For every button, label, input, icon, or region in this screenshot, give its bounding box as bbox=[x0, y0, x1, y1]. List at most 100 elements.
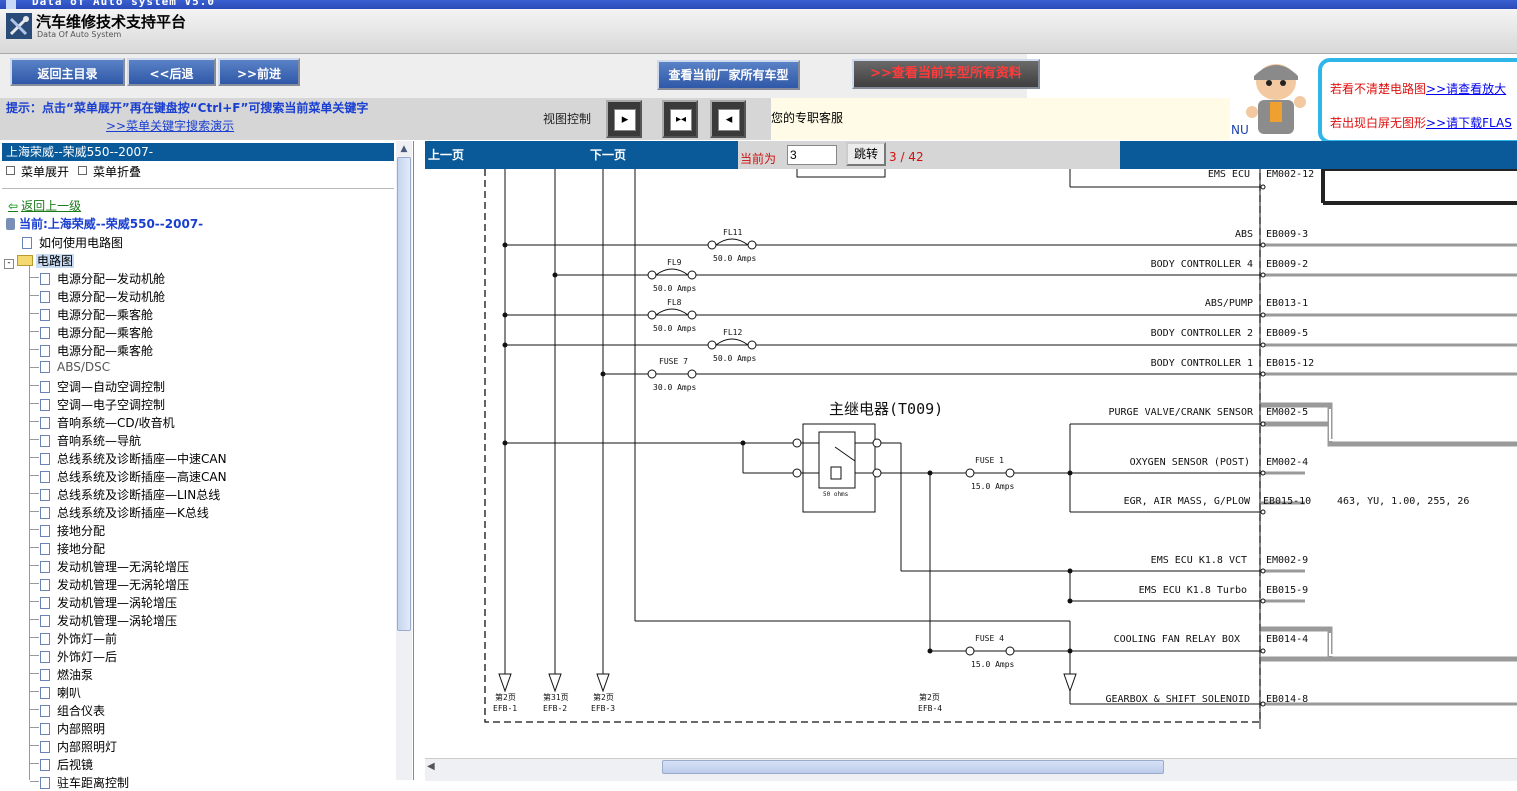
tree-item[interactable]: 外饰灯—后 bbox=[30, 648, 117, 665]
tree-branch-line bbox=[30, 727, 39, 728]
document-icon bbox=[40, 399, 50, 411]
tree-item[interactable]: 内部照明 bbox=[30, 720, 105, 737]
diagram-h-scroll-thumb[interactable] bbox=[662, 760, 1164, 774]
tree-item-label: 总线系统及诊断插座—K总线 bbox=[57, 506, 209, 520]
service-panel: 您的专职客服 bbox=[771, 98, 1230, 140]
ad-line-zoom-text: 若看不清楚电路图 bbox=[1330, 82, 1427, 96]
ad-zoom-link[interactable]: >>请查看放大 bbox=[1426, 82, 1507, 96]
tree-item[interactable]: 外饰灯—前 bbox=[30, 630, 118, 647]
tree-item-label: 电源分配—发动机舱 bbox=[57, 290, 166, 304]
page-count: 3 / 42 bbox=[889, 150, 924, 164]
tree-item[interactable]: 电源分配—乘客舱 bbox=[30, 324, 153, 341]
load-label: COOLING FAN RELAY BOX bbox=[1114, 634, 1240, 645]
next-page-link[interactable]: 下一页 bbox=[590, 148, 627, 162]
view-all-docs-button[interactable]: >>查看当前车型所有资料 bbox=[852, 59, 1040, 89]
sidebar-scroll-thumb[interactable] bbox=[397, 157, 411, 631]
view-split-button[interactable]: ▸◂ bbox=[662, 100, 698, 138]
connector-code: EM002-5 bbox=[1266, 407, 1308, 418]
tree-item[interactable]: 发动机管理—涡轮增压 bbox=[30, 612, 177, 629]
diagram-labels: 主继电器(T009) 50 ohms FL11 50.0 Amps FL9 50… bbox=[493, 169, 1469, 713]
tree-item[interactable]: 接地分配 bbox=[30, 522, 105, 539]
menu-collapse-button[interactable]: 菜单折叠 bbox=[78, 163, 141, 180]
sidebar-divider bbox=[2, 188, 394, 189]
current-page-label: 当前为 bbox=[740, 152, 777, 166]
document-icon bbox=[40, 705, 50, 717]
main-menu-button[interactable]: 返回主目录 bbox=[10, 58, 125, 86]
document-icon bbox=[40, 723, 50, 735]
expand-box-icon bbox=[6, 166, 15, 175]
tree-branch-line bbox=[30, 583, 39, 584]
tree-item-label: 总线系统及诊断插座—中速CAN bbox=[57, 452, 227, 466]
document-icon bbox=[40, 543, 50, 555]
tree-folder-label: 电路图 bbox=[36, 254, 75, 268]
current-node: 当前:上海荣威--荣威550--2007- bbox=[6, 215, 203, 232]
tree-folder-circuit[interactable]: -电路图 bbox=[4, 252, 75, 269]
back-button[interactable]: <<后退 bbox=[127, 58, 216, 86]
view-vendor-models-button[interactable]: 查看当前厂家所有车型 bbox=[657, 60, 800, 90]
tree-item[interactable]: 发动机管理—无涡轮增压 bbox=[30, 558, 189, 575]
page-number-input[interactable] bbox=[787, 145, 837, 165]
tree-item[interactable]: 驻车距离控制 bbox=[30, 774, 129, 791]
page-ref: 第2页 bbox=[495, 692, 516, 702]
tree-branch-line bbox=[30, 385, 39, 386]
egr-wire-note: 463, YU, 1.00, 255, 26 bbox=[1337, 496, 1469, 507]
forward-button[interactable]: >>前进 bbox=[218, 58, 300, 86]
tree-item[interactable]: 总线系统及诊断插座—K总线 bbox=[30, 504, 209, 521]
tree-branch-line bbox=[30, 745, 39, 746]
tree-item-label: 外饰灯—前 bbox=[57, 632, 118, 646]
tree-item-label: 接地分配 bbox=[57, 542, 106, 556]
tree-item[interactable]: 空调—电子空调控制 bbox=[30, 396, 165, 413]
tree-item[interactable]: 电源分配—乘客舱 bbox=[30, 306, 153, 323]
menu-expand-button[interactable]: 菜单展开 bbox=[6, 163, 69, 180]
ad-line-flash-text: 若出现白屏无图形 bbox=[1330, 116, 1427, 130]
connector-code: EM002-9 bbox=[1266, 555, 1308, 566]
tree-item[interactable]: 电源分配—发动机舱 bbox=[30, 288, 166, 305]
tree-item[interactable]: 发动机管理—涡轮增压 bbox=[30, 594, 177, 611]
tree-item-label: 内部照明灯 bbox=[57, 740, 118, 754]
jump-button[interactable]: 跳转 bbox=[846, 142, 886, 166]
tree-branch-line bbox=[30, 511, 39, 512]
tree-item[interactable]: 后视镜 bbox=[30, 756, 93, 773]
service-text: 您的专职客服 bbox=[771, 111, 844, 125]
scroll-up-icon[interactable]: ▲ bbox=[400, 144, 408, 154]
tree-item[interactable]: 音响系统—CD/收音机 bbox=[30, 414, 175, 431]
relay-rating: 50 ohms bbox=[823, 491, 849, 498]
tree-item[interactable]: 电源分配—发动机舱 bbox=[30, 270, 165, 287]
view-expand-right-button[interactable]: ▸ bbox=[606, 100, 642, 138]
tree-item[interactable]: 内部照明灯 bbox=[30, 738, 118, 755]
search-demo-link[interactable]: >>菜单关键字搜索演示 bbox=[106, 119, 235, 133]
app-name: 汽车维修技术支持平台 bbox=[36, 13, 187, 31]
document-icon bbox=[40, 381, 50, 393]
current-node-label: 当前:上海荣威--荣威550--2007- bbox=[19, 217, 204, 231]
tree-item[interactable]: 总线系统及诊断插座—LIN总线 bbox=[30, 486, 220, 503]
tree-item-label: 燃油泵 bbox=[57, 668, 94, 682]
tree-item[interactable]: ABS/DSC bbox=[30, 360, 110, 374]
tree-item[interactable]: 音响系统—导航 bbox=[30, 432, 141, 449]
tree-item[interactable]: 电源分配—乘客舱 bbox=[30, 342, 153, 359]
ad-flash-link[interactable]: >>请下载FLAS bbox=[1426, 116, 1512, 130]
document-icon bbox=[40, 615, 50, 627]
view-expand-left-button[interactable]: ◂ bbox=[710, 100, 746, 138]
green-back-arrow-icon: ⇦ bbox=[8, 199, 19, 213]
connector-code: EM002-12 bbox=[1266, 169, 1314, 180]
tree-item-howto[interactable]: 如何使用电路图 bbox=[22, 234, 123, 251]
tree-item[interactable]: 总线系统及诊断插座—中速CAN bbox=[30, 450, 227, 467]
document-icon bbox=[40, 633, 50, 645]
document-icon bbox=[40, 597, 50, 609]
window-title-bar: Data of Auto system V5.0 bbox=[0, 0, 1517, 9]
tree-item[interactable]: 接地分配 bbox=[30, 540, 106, 557]
tree-branch-line bbox=[30, 439, 39, 440]
connector-code: EB009-2 bbox=[1266, 259, 1308, 270]
ad-line-zoom: 若看不清楚电路图>>请查看放大 bbox=[1330, 80, 1506, 97]
tree-item[interactable]: 燃油泵 bbox=[30, 666, 94, 683]
back-up-link[interactable]: ⇦返回上一级 bbox=[8, 197, 81, 214]
tree-item[interactable]: 总线系统及诊断插座—高速CAN bbox=[30, 468, 227, 485]
tree-item[interactable]: 组合仪表 bbox=[30, 702, 105, 719]
prev-page-link[interactable]: 上一页 bbox=[428, 148, 465, 162]
tree-item[interactable]: 喇叭 bbox=[30, 684, 81, 701]
scroll-left-icon[interactable]: ◀ bbox=[427, 761, 435, 772]
fuse-rating: 50.0 Amps bbox=[653, 284, 697, 293]
tree-item[interactable]: 发动机管理—无涡轮增压 bbox=[30, 576, 189, 593]
tree-item[interactable]: 空调—自动空调控制 bbox=[30, 378, 165, 395]
tree-branch-line bbox=[30, 565, 39, 566]
